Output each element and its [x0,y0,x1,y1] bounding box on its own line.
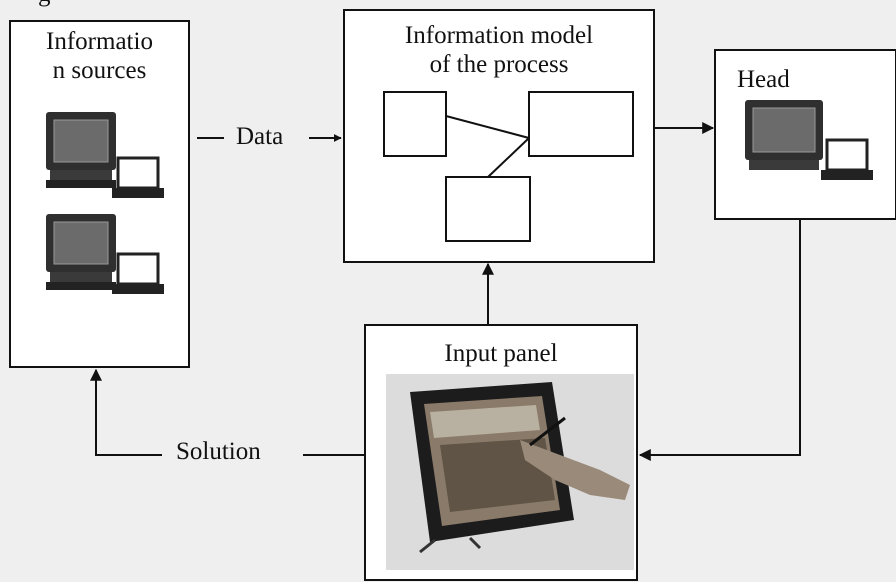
model-node [383,91,447,157]
model-node [445,176,531,242]
computer-icon [46,214,164,294]
sources-title-line2: n sources [52,56,147,84]
panel-title: Input panel [444,340,558,367]
model-title-line2: of the process [429,50,569,78]
model-node [528,91,634,157]
model-title-line1: Information model [404,22,594,49]
model-link [487,137,530,178]
model-link [445,115,530,139]
sources-title-line1: Informatio [46,28,153,55]
data-label: Data [236,123,284,150]
tablet-icon [410,382,630,554]
model-title: Information model of the process [344,22,654,80]
partial-heading: g [38,0,51,9]
head-title: Head [737,66,790,93]
solution-label: Solution [176,438,261,465]
computer-icon [745,100,873,180]
edge-solution-b [90,368,162,456]
computer-icon [46,112,164,198]
edge-head-to-panel [638,219,801,461]
sources-title: Informatio n sources [10,28,189,86]
